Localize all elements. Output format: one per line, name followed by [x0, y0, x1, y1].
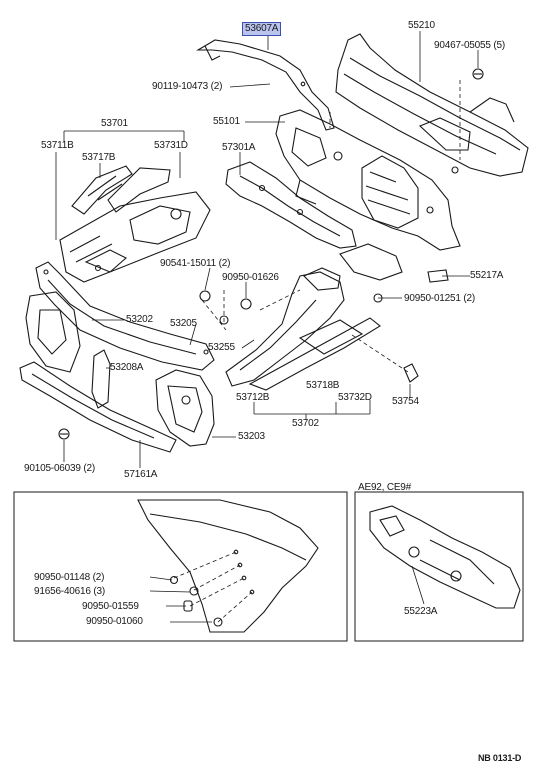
- label-90950-01559[interactable]: 90950-01559: [82, 601, 139, 612]
- label-53205[interactable]: 53205: [170, 318, 197, 329]
- label-53717B[interactable]: 53717B: [82, 152, 116, 163]
- part-53702-apron: [199, 243, 449, 391]
- inset-panel-drawing: [137, 499, 319, 633]
- label-90119-10473[interactable]: 90119-10473 (2): [152, 81, 223, 92]
- label-57161A[interactable]: 57161A: [124, 469, 158, 480]
- part-57301A-bracket: [225, 161, 357, 249]
- label-53255[interactable]: 53255: [208, 342, 235, 353]
- label-53754[interactable]: 53754: [392, 396, 419, 407]
- label-53711B[interactable]: 53711B: [41, 140, 74, 151]
- label-53701[interactable]: 53701: [101, 118, 128, 129]
- label-53202[interactable]: 53202: [126, 314, 153, 325]
- part-53203-side-panel: [155, 369, 215, 447]
- label-91656-40616[interactable]: 91656-40616 (3): [34, 586, 105, 597]
- part-53202-radiator-support: [25, 261, 215, 373]
- label-53203[interactable]: 53203: [238, 431, 265, 442]
- label-90950-01626[interactable]: 90950-01626: [222, 272, 279, 283]
- label-53702[interactable]: 53702: [292, 418, 319, 429]
- label-90541-15011[interactable]: 90541-15011 (2): [160, 258, 231, 269]
- label-90467-05055[interactable]: 90467-05055 (5): [434, 40, 505, 51]
- label-90950-01060[interactable]: 90950-01060: [86, 616, 143, 627]
- part-53701-apron: [59, 165, 211, 283]
- label-90950-01148[interactable]: 90950-01148 (2): [34, 572, 105, 583]
- label-53607A[interactable]: 53607A: [242, 22, 282, 36]
- diagram-reference-code: NB 0131-D: [478, 753, 522, 763]
- label-53712B[interactable]: 53712B: [236, 392, 270, 403]
- label-57301A[interactable]: 57301A: [222, 142, 256, 153]
- label-55210[interactable]: 55210: [408, 20, 435, 31]
- label-53208A[interactable]: 53208A: [110, 362, 144, 373]
- leader-lines: [55, 31, 479, 623]
- label-55223A[interactable]: 55223A: [404, 606, 438, 617]
- label-53731D[interactable]: 53731D: [154, 140, 188, 151]
- label-53732D[interactable]: 53732D: [338, 392, 372, 403]
- inset-box-ae92: [354, 491, 524, 642]
- dashed-guide-lines: [173, 80, 461, 623]
- inset-dash-insulator-drawing: [369, 505, 521, 609]
- label-90105-06039[interactable]: 90105-06039 (2): [24, 463, 95, 474]
- part-53607A-bar: [195, 39, 335, 131]
- label-90950-01251[interactable]: 90950-01251 (2): [404, 293, 475, 304]
- label-55217A[interactable]: 55217A: [470, 270, 504, 281]
- part-55210-cowl-panel: [335, 33, 529, 177]
- part-55101-dash-panel: [275, 109, 461, 251]
- label-55101[interactable]: 55101: [213, 116, 240, 127]
- part-57161A-crossmember: [19, 349, 177, 453]
- inset-title-ae92: AE92, CE9#: [358, 482, 412, 493]
- inset-box-hardware: [13, 491, 348, 642]
- label-53718B[interactable]: 53718B: [306, 380, 340, 391]
